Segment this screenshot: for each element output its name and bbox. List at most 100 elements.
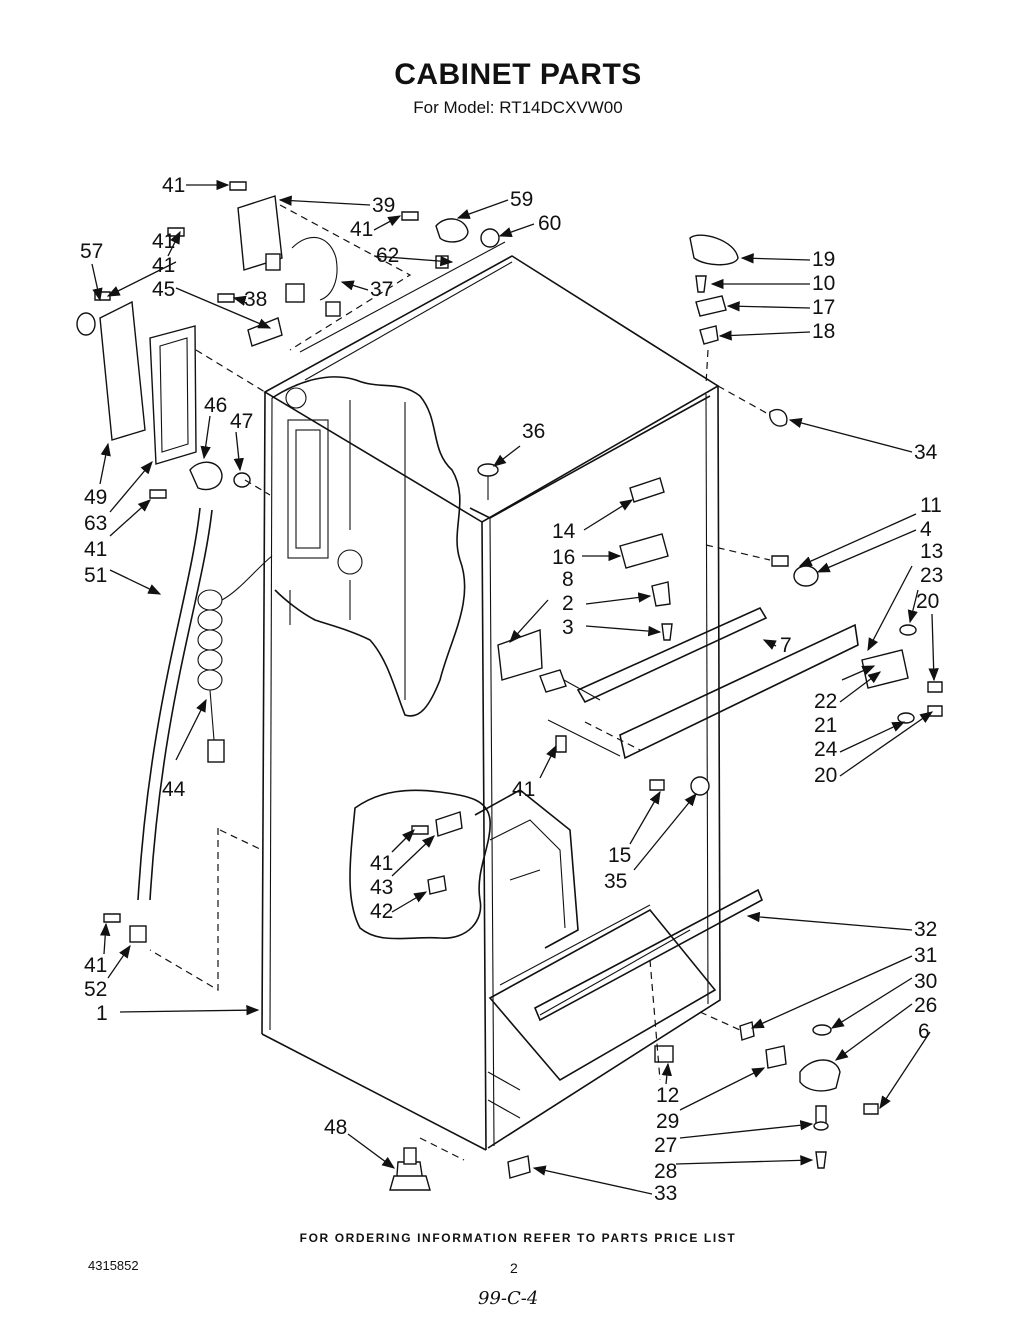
callout: 36 — [522, 420, 545, 443]
leader-arrow — [539, 744, 557, 779]
page-number: 2 — [510, 1260, 518, 1276]
callout: 8 — [562, 568, 574, 591]
leader-arrow — [679, 1067, 766, 1111]
leader-arrow — [633, 792, 697, 871]
leader-arrow — [746, 911, 913, 931]
leader-arrow — [762, 639, 777, 650]
callout: 48 — [324, 1116, 347, 1139]
leader-arrow — [509, 599, 549, 643]
callout: 17 — [812, 296, 835, 319]
leader-arrow — [106, 261, 177, 297]
ordering-info: FOR ORDERING INFORMATION REFER TO PARTS … — [299, 1231, 737, 1245]
callout: 16 — [552, 546, 575, 569]
callout: 26 — [914, 994, 937, 1017]
leader-arrow — [867, 565, 913, 652]
callout: 41 — [152, 230, 175, 253]
leader-arrow — [109, 499, 151, 537]
callout: 43 — [370, 876, 393, 899]
callout: 33 — [654, 1182, 677, 1205]
leader-arrow — [373, 255, 454, 267]
leader-arrow — [629, 790, 661, 845]
callout: 23 — [920, 564, 943, 587]
leader-arrow — [456, 199, 509, 219]
callout: 52 — [84, 978, 107, 1001]
leader-arrow — [492, 445, 521, 467]
page-title: CABINET PARTS — [394, 58, 642, 91]
callout: 41 — [84, 538, 107, 561]
callout: 37 — [370, 278, 393, 301]
leader-arrow — [740, 253, 811, 264]
callout: 30 — [914, 970, 937, 993]
callout: 51 — [84, 564, 107, 587]
leader-arrow — [798, 513, 917, 567]
left-parts — [76, 181, 429, 992]
model-subtitle: For Model: RT14DCXVW00 — [413, 98, 623, 117]
leader-arrow — [788, 417, 913, 453]
cabinet-floor — [487, 888, 764, 1119]
callout: 38 — [244, 288, 267, 311]
cabinet-body — [261, 241, 721, 1151]
leader-arrow — [107, 944, 131, 979]
callout: 46 — [204, 394, 227, 417]
callout: 44 — [162, 778, 186, 801]
callout: 49 — [84, 486, 107, 509]
leader-arrow — [391, 829, 415, 853]
callout: 11 — [920, 494, 942, 517]
callout: 41 — [84, 954, 107, 977]
leader-arrow — [585, 625, 662, 637]
callout: 63 — [84, 512, 107, 535]
leader-arrow — [498, 223, 535, 238]
callout: 41 — [512, 778, 535, 801]
callout: 14 — [552, 520, 576, 543]
leader-arrow — [585, 592, 652, 605]
callout: 13 — [920, 540, 943, 563]
callout: 22 — [814, 690, 837, 713]
leader-arrow — [907, 589, 919, 624]
divider-rails — [547, 606, 859, 760]
callout: 3 — [562, 616, 574, 639]
callout: 41 — [152, 254, 175, 277]
handwritten-note: 99-C-4 — [478, 1288, 539, 1309]
leader-arrow — [839, 711, 934, 777]
leader-arrow — [675, 1155, 814, 1166]
cutaway-panel-lower — [349, 789, 579, 949]
callout: 62 — [376, 244, 399, 267]
callout: 1 — [96, 1002, 108, 1025]
callout: 41 — [370, 852, 393, 875]
leader-arrow — [100, 922, 111, 955]
callout: 27 — [654, 1134, 677, 1157]
leader-arrow — [109, 569, 162, 595]
callout: 10 — [812, 272, 835, 295]
callout: 39 — [372, 194, 395, 217]
leader-arrow — [750, 955, 913, 1029]
leader-arrow — [928, 613, 939, 682]
callout-labels: 41 39 59 41 60 62 37 38 41 45 57 41 19 1… — [80, 174, 943, 1205]
leader-arrow — [839, 721, 906, 753]
callout: 34 — [914, 441, 938, 464]
callout: 6 — [918, 1020, 930, 1043]
leader-arrow — [119, 1004, 260, 1016]
callout: 12 — [656, 1084, 679, 1107]
leader-lines — [91, 179, 939, 1195]
callout: 2 — [562, 592, 574, 615]
callout: 42 — [370, 900, 393, 923]
callout: 57 — [80, 240, 103, 263]
callout: 35 — [604, 870, 627, 893]
leader-arrow — [232, 295, 247, 306]
callout: 41 — [162, 174, 185, 197]
leader-arrow — [233, 431, 244, 472]
leader-arrow — [718, 330, 811, 341]
leader-arrow — [278, 195, 371, 206]
leader-arrow — [91, 263, 103, 302]
top-right-parts — [435, 218, 788, 500]
leader-arrow — [834, 1003, 913, 1061]
right-middle-parts — [427, 477, 943, 895]
callout: 19 — [812, 248, 835, 271]
cutaway-panel-upper — [271, 376, 466, 717]
leader-arrow — [175, 698, 207, 761]
leader-arrow — [109, 461, 153, 513]
leader-arrow — [679, 1120, 814, 1139]
leader-arrow — [661, 1062, 673, 1085]
leader-arrow — [532, 1165, 653, 1195]
